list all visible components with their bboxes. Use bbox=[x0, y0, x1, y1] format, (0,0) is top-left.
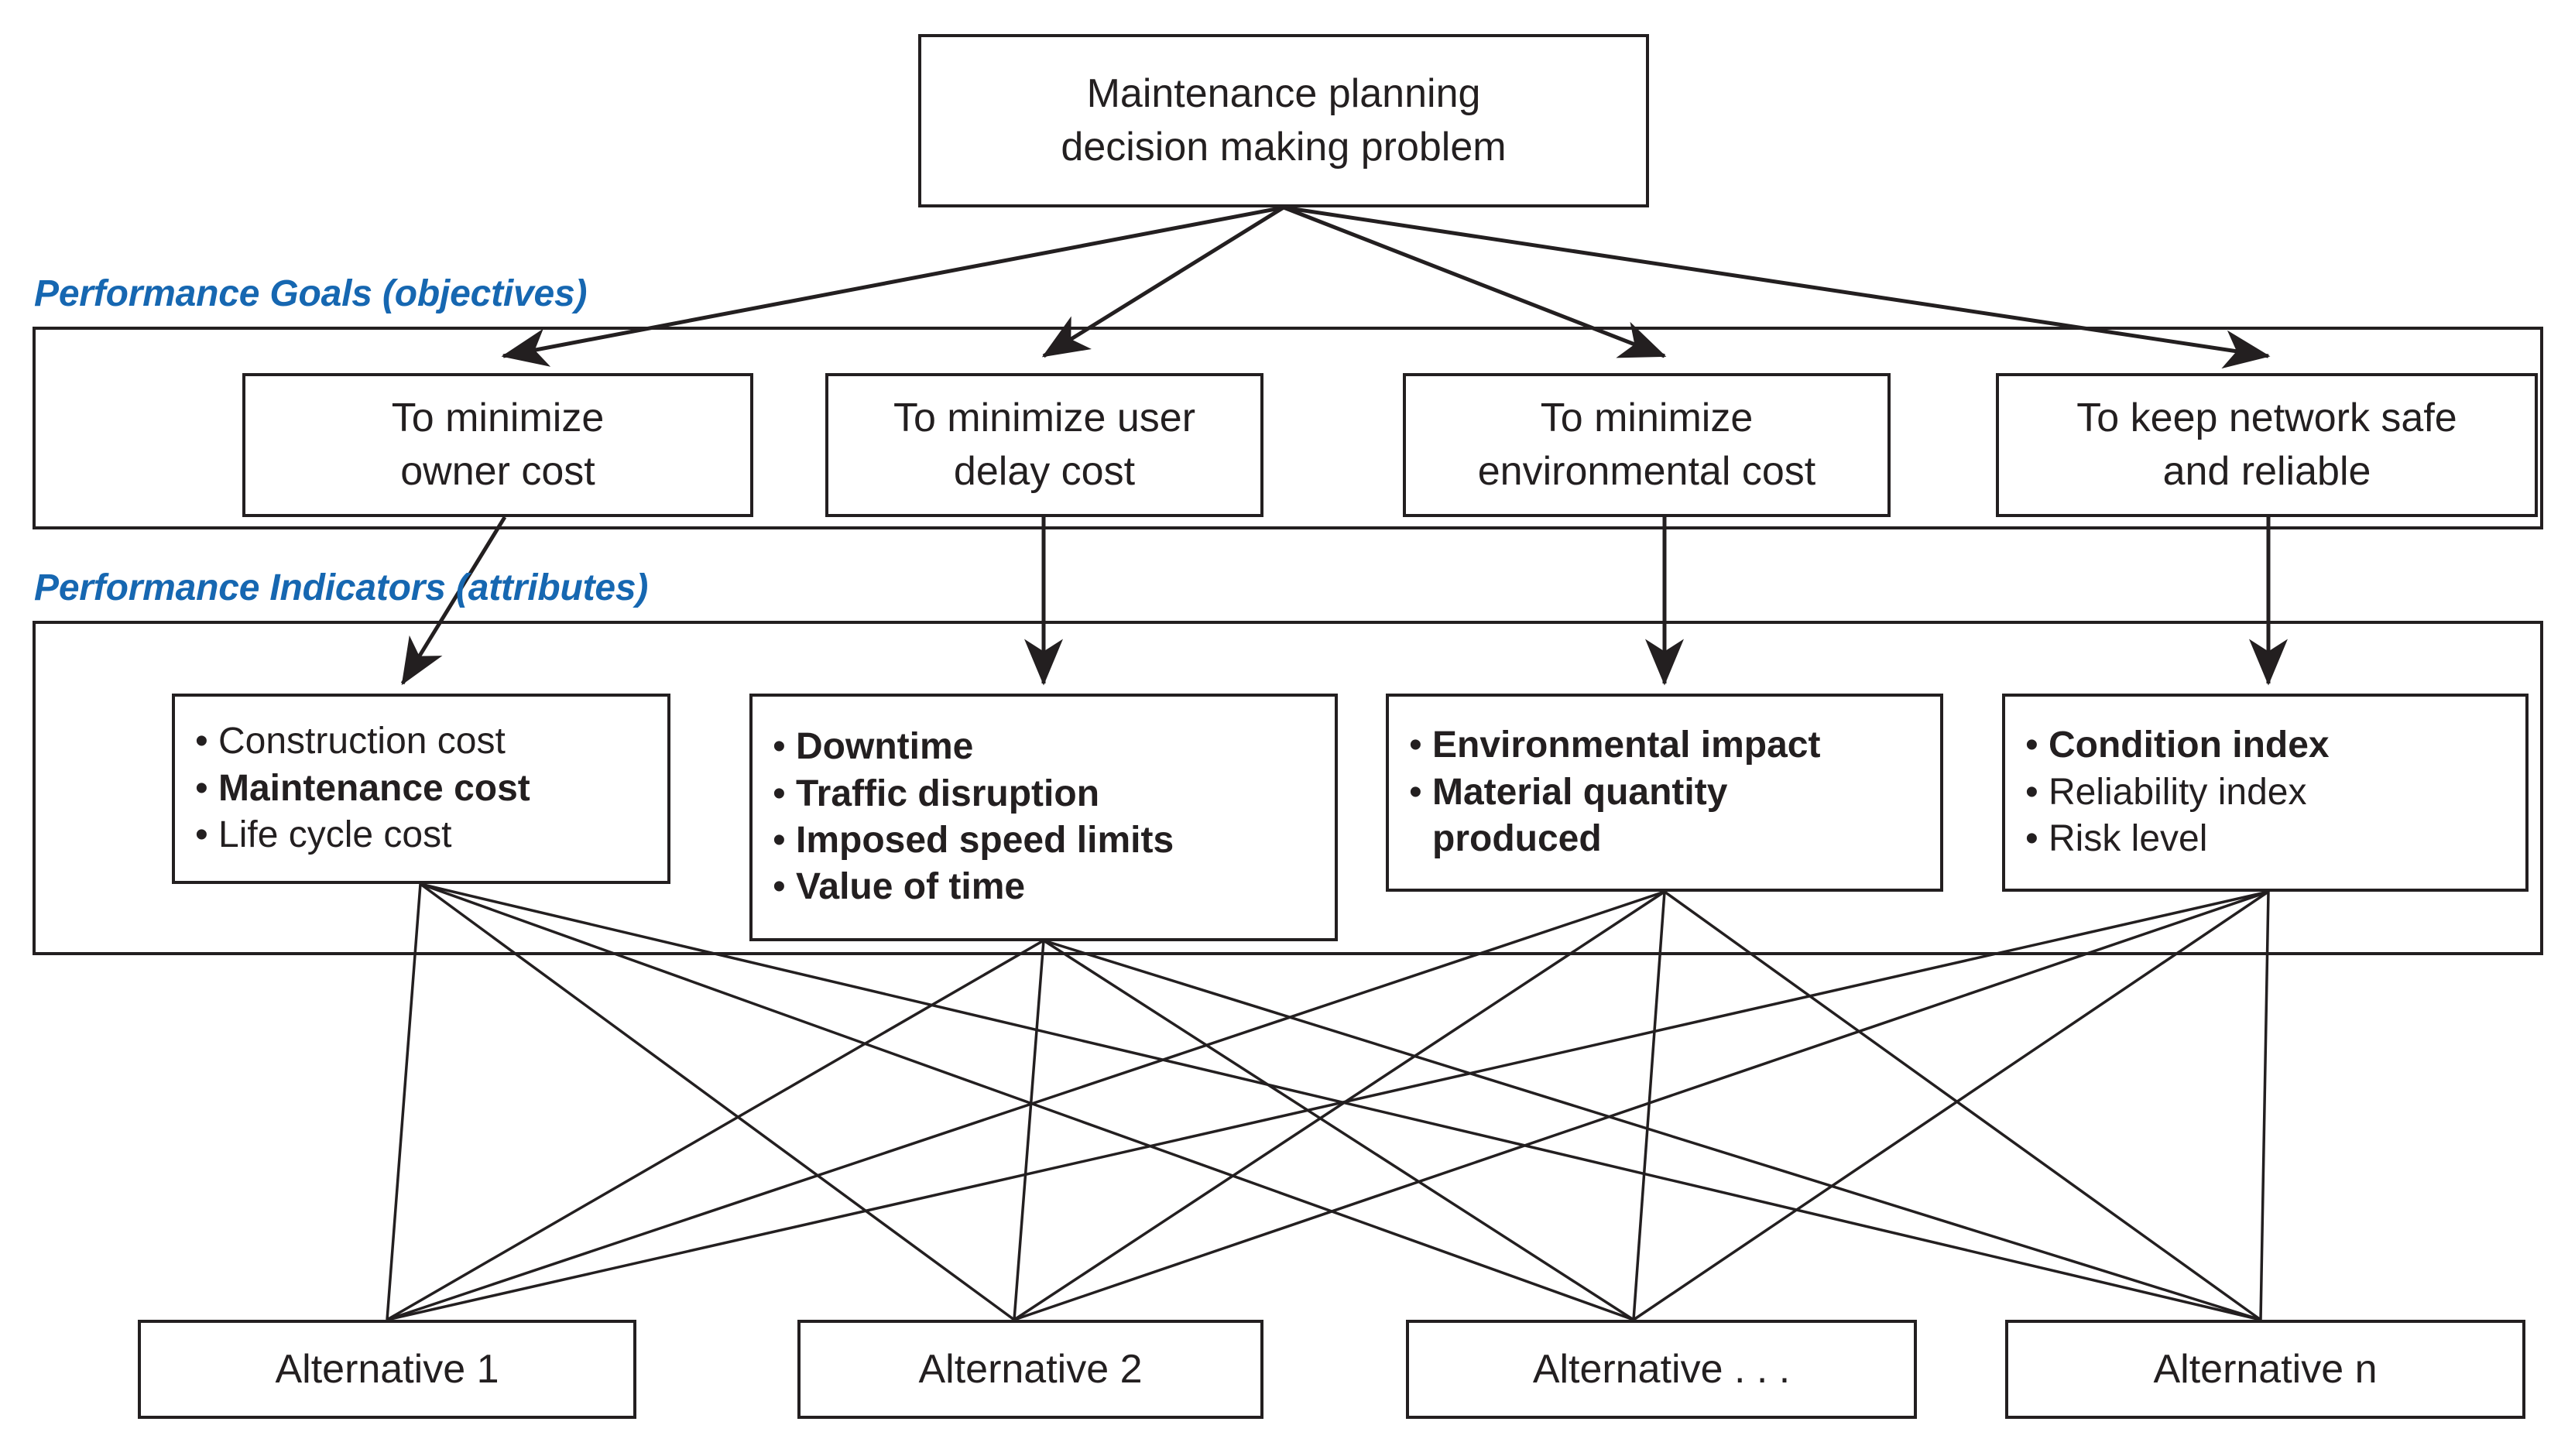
alternative-node-4-label: Alternative n bbox=[2153, 1346, 2378, 1392]
root-node-line-2: decision making problem bbox=[1061, 125, 1507, 170]
goal-node-minimize-environmental-cost[interactable]: To minimize environmental cost bbox=[1403, 373, 1891, 517]
mesh-i2-a4 bbox=[1043, 939, 2261, 1321]
indicator-4-item-2-label: Reliability index bbox=[2049, 771, 2307, 813]
indicator-3-item-2: • Material quantity produced bbox=[1409, 769, 1926, 863]
mesh-i2-a1 bbox=[386, 939, 1044, 1321]
root-to-goals-arrows bbox=[501, 205, 2271, 369]
mesh-i4-a1 bbox=[386, 890, 2269, 1321]
root-node-line-1: Maintenance planning bbox=[1086, 71, 1481, 117]
mesh-i4-a3 bbox=[1633, 890, 2269, 1321]
mesh-i1-a3 bbox=[420, 882, 1634, 1321]
alternative-node-3-label: Alternative . . . bbox=[1532, 1346, 1791, 1392]
bullet-icon: • bbox=[773, 820, 786, 861]
mesh-i2-a2 bbox=[1013, 940, 1045, 1321]
indicator-1-item-1: • Construction cost bbox=[195, 718, 653, 765]
bullet-icon: • bbox=[195, 814, 208, 856]
arrow-goal-1-to-indicator-1 bbox=[400, 516, 507, 686]
goal-node-1-line-1: To minimize bbox=[391, 396, 605, 441]
indicator-1-item-1-label: Construction cost bbox=[218, 721, 506, 762]
goal-node-minimize-owner-cost[interactable]: To minimize owner cost bbox=[242, 373, 753, 517]
indicator-2-item-4-label: Value of time bbox=[796, 866, 1026, 908]
arrow-root-to-goal-4 bbox=[1283, 205, 2271, 369]
bullet-icon: • bbox=[773, 866, 786, 908]
bullet-icon: • bbox=[2025, 725, 2038, 766]
indicator-3-item-2-label: Material quantity produced bbox=[1432, 771, 1728, 860]
mesh-i3-a2 bbox=[1013, 890, 1665, 1321]
indicator-2-item-1-label: Downtime bbox=[796, 726, 974, 768]
mesh-i3-a4 bbox=[1663, 890, 2262, 1321]
mesh-i4-a2 bbox=[1013, 890, 2269, 1321]
mesh-i3-a3 bbox=[1632, 891, 1666, 1321]
mesh-i3-a1 bbox=[386, 890, 1665, 1321]
indicator-2-item-3: • Imposed speed limits bbox=[773, 817, 1321, 864]
arrow-root-to-goal-3 bbox=[1283, 205, 1667, 358]
alternative-node-4[interactable]: Alternative n bbox=[2005, 1320, 2525, 1419]
indicator-4-item-3-label: Risk level bbox=[2049, 818, 2208, 860]
indicator-2-item-2: • Traffic disruption bbox=[773, 771, 1321, 817]
indicator-3-item-1-label: Environmental impact bbox=[1432, 725, 1821, 766]
goal-node-2-line-2: delay cost bbox=[953, 449, 1136, 494]
indicator-1-item-2-label: Maintenance cost bbox=[218, 767, 530, 809]
mesh-i4-a4 bbox=[2259, 891, 2270, 1321]
root-node-maintenance-planning-problem[interactable]: Maintenance planning decision making pro… bbox=[918, 34, 1649, 207]
alternative-node-1-label: Alternative 1 bbox=[275, 1346, 499, 1392]
bullet-icon: • bbox=[773, 773, 786, 814]
indicator-node-user-delay-attributes[interactable]: • Downtime • Traffic disruption • Impose… bbox=[749, 694, 1338, 941]
goal-node-4-line-2: and reliable bbox=[2162, 449, 2371, 494]
indicator-4-item-2: • Reliability index bbox=[2025, 769, 2511, 816]
section-label-performance-indicators: Performance Indicators (attributes) bbox=[34, 567, 649, 608]
bullet-icon: • bbox=[195, 767, 208, 809]
indicator-node-owner-cost-attributes[interactable]: • Construction cost • Maintenance cost •… bbox=[172, 694, 670, 884]
arrow-root-to-goal-1 bbox=[501, 205, 1284, 367]
bullet-icon: • bbox=[773, 726, 786, 768]
goal-node-2-line-1: To minimize user bbox=[893, 396, 1196, 441]
goals-to-indicators-arrows bbox=[400, 516, 2288, 686]
indicator-2-item-3-label: Imposed speed limits bbox=[796, 820, 1174, 861]
goal-node-3-line-1: To minimize bbox=[1540, 396, 1754, 441]
alternative-node-2-label: Alternative 2 bbox=[918, 1346, 1143, 1392]
alternative-node-1[interactable]: Alternative 1 bbox=[138, 1320, 636, 1419]
indicator-4-item-1: • Condition index bbox=[2025, 722, 2511, 769]
goal-node-4-line-1: To keep network safe bbox=[2076, 396, 2457, 441]
indicator-1-item-3-label: Life cycle cost bbox=[218, 814, 452, 856]
indicators-section-container bbox=[33, 621, 2543, 955]
goal-node-minimize-user-delay-cost[interactable]: To minimize user delay cost bbox=[825, 373, 1263, 517]
arrow-root-to-goal-2 bbox=[1041, 205, 1285, 358]
indicator-node-environmental-attributes[interactable]: • Environmental impact • Material quanti… bbox=[1386, 694, 1943, 892]
goal-node-1-line-2: owner cost bbox=[400, 449, 595, 494]
goal-node-3-line-2: environmental cost bbox=[1477, 449, 1816, 494]
bullet-icon: • bbox=[195, 721, 208, 762]
mesh-i1-a2 bbox=[419, 882, 1016, 1321]
bullet-icon: • bbox=[1409, 725, 1422, 766]
indicator-2-item-2-label: Traffic disruption bbox=[796, 773, 1100, 814]
alternative-node-2[interactable]: Alternative 2 bbox=[797, 1320, 1263, 1419]
bullet-icon: • bbox=[2025, 771, 2038, 813]
indicator-4-item-1-label: Condition index bbox=[2049, 725, 2330, 766]
goals-section-container bbox=[33, 327, 2543, 529]
goal-node-keep-network-safe-reliable[interactable]: To keep network safe and reliable bbox=[1996, 373, 2538, 517]
bullet-icon: • bbox=[1409, 771, 1422, 813]
mesh-i1-a1 bbox=[386, 883, 422, 1321]
indicator-4-item-3: • Risk level bbox=[2025, 816, 2511, 862]
indicator-1-item-3: • Life cycle cost bbox=[195, 812, 653, 858]
indicator-1-item-2: • Maintenance cost bbox=[195, 766, 653, 812]
mesh-i2-a3 bbox=[1043, 939, 1634, 1321]
alternative-node-3[interactable]: Alternative . . . bbox=[1406, 1320, 1917, 1419]
indicator-3-item-1: • Environmental impact bbox=[1409, 722, 1926, 769]
indicator-node-safety-attributes[interactable]: • Condition index • Reliability index • … bbox=[2002, 694, 2529, 892]
bullet-icon: • bbox=[2025, 818, 2038, 860]
indicator-2-item-4: • Value of time bbox=[773, 864, 1321, 910]
indicator-2-item-1: • Downtime bbox=[773, 724, 1321, 770]
section-label-performance-goals: Performance Goals (objectives) bbox=[34, 273, 588, 314]
indicators-to-alternatives-mesh bbox=[386, 882, 2270, 1321]
